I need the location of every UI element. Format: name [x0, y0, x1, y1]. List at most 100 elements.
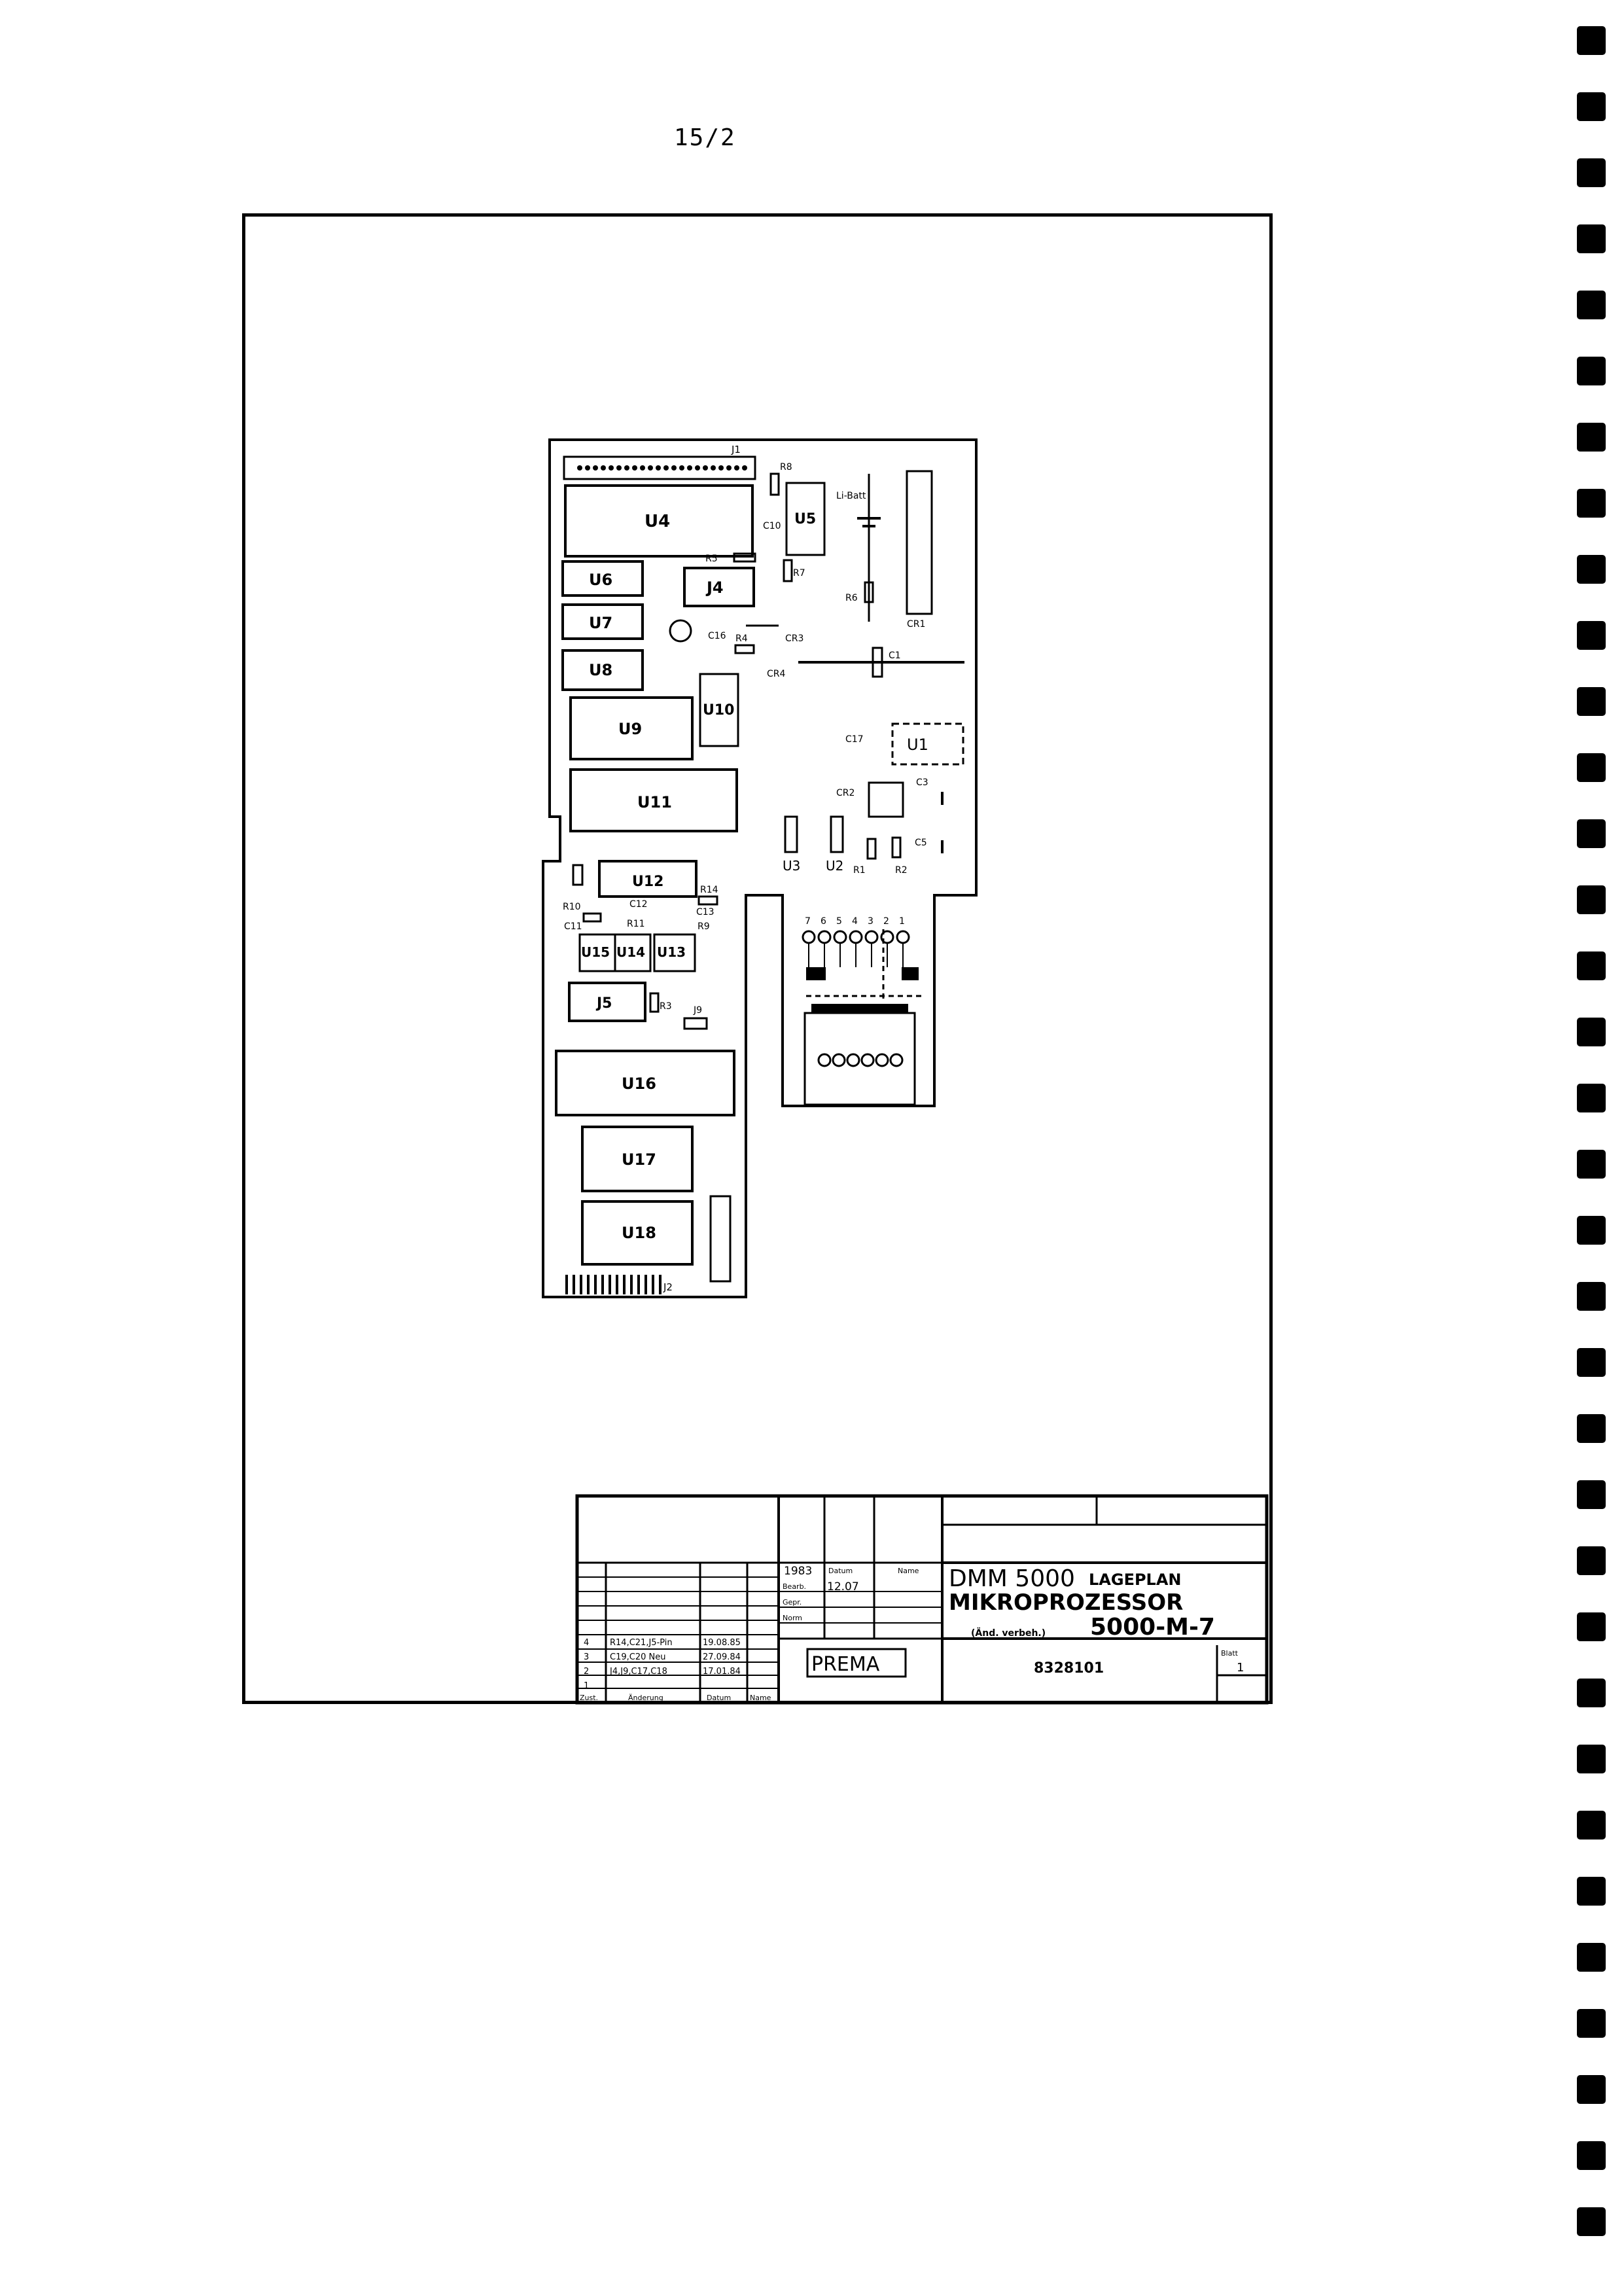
- label-J9: J9: [693, 1005, 702, 1016]
- punch-hole: [1577, 1877, 1606, 1906]
- revision-no: 2: [584, 1667, 589, 1677]
- tb-aend-label: (Änd. verbeh.): [971, 1627, 1046, 1639]
- punch-hole: [1577, 1943, 1606, 1972]
- connector-pin-label: 4: [852, 916, 858, 927]
- label-R1: R1: [853, 865, 866, 876]
- label-C1: C1: [889, 650, 901, 661]
- label-U1: U1: [907, 736, 928, 754]
- punch-hole: [1577, 158, 1606, 187]
- label-U12: U12: [632, 874, 663, 890]
- connector-pin-label: 2: [883, 916, 889, 927]
- punch-hole: [1577, 1679, 1606, 1707]
- label-C5: C5: [915, 838, 927, 848]
- label-CR4: CR4: [767, 669, 786, 679]
- punch-hole: [1577, 555, 1606, 584]
- label-R8: R8: [780, 462, 792, 472]
- tb-bearb-date: 12.07: [827, 1580, 859, 1593]
- punch-hole: [1577, 687, 1606, 716]
- label-U17: U17: [622, 1150, 656, 1169]
- revision-date: 19.08.85: [703, 1638, 741, 1648]
- punch-hole: [1577, 621, 1606, 650]
- tb-rev-header-zust: Zust.: [580, 1694, 598, 1702]
- tb-drawing-number: 5000-M-7: [1090, 1614, 1215, 1641]
- connector-pin-label: 3: [868, 916, 874, 927]
- tb-rev-header-datum: Datum: [707, 1694, 731, 1702]
- connector-pin-label: 6: [821, 916, 826, 927]
- revision-no: 1: [584, 1681, 589, 1691]
- tb-title-line1: DMM 5000: [949, 1565, 1075, 1592]
- tb-sheet-label: Blatt: [1221, 1649, 1239, 1658]
- punch-hole: [1577, 1745, 1606, 1773]
- revision-text: R14,C21,J5-Pin: [610, 1638, 673, 1648]
- label-R11: R11: [627, 919, 645, 929]
- label-R10: R10: [563, 902, 581, 912]
- revision-rows: 4 R14,C21,J5-Pin 19.08.85 3 C19,C20 Neu 27.09…: [584, 1638, 741, 1691]
- punch-hole: [1577, 26, 1606, 55]
- label-U3: U3: [783, 858, 800, 874]
- tb-part-number: 8328101: [1034, 1660, 1104, 1677]
- label-CR1: CR1: [907, 619, 925, 630]
- label-R3: R3: [660, 1001, 672, 1012]
- tb-norm-label: Norm: [783, 1614, 802, 1622]
- punch-hole: [1577, 951, 1606, 980]
- label-U15: U15: [581, 944, 610, 960]
- revision-text: C19,C20 Neu: [610, 1652, 665, 1662]
- label-C12: C12: [629, 899, 648, 910]
- punch-hole: [1577, 753, 1606, 782]
- label-CR3: CR3: [785, 633, 803, 644]
- tb-title-line2: MIKROPROZESSOR: [949, 1590, 1183, 1616]
- punch-hole: [1577, 489, 1606, 518]
- connector-pin-label: 7: [805, 916, 811, 927]
- revision-no: 3: [584, 1652, 589, 1662]
- punch-hole: [1577, 2207, 1606, 2236]
- label-U10: U10: [703, 702, 734, 719]
- punch-hole: [1577, 2009, 1606, 2038]
- label-R2: R2: [895, 865, 908, 876]
- punch-hole: [1577, 357, 1606, 385]
- punch-hole: [1577, 1018, 1606, 1046]
- label-R6: R6: [845, 593, 858, 603]
- tb-company: PREMA: [811, 1653, 880, 1676]
- label-U16: U16: [622, 1075, 656, 1093]
- punch-hole: [1577, 1150, 1606, 1179]
- revision-no: 4: [584, 1638, 589, 1648]
- revision-date: 27.09.84: [703, 1652, 741, 1662]
- punch-hole: [1577, 1348, 1606, 1377]
- label-U13: U13: [657, 944, 686, 960]
- punch-hole: [1577, 291, 1606, 319]
- revision-text: J4,J9,C17,C18: [609, 1667, 667, 1677]
- label-C3: C3: [916, 777, 928, 788]
- connector-pin-label: 5: [836, 916, 842, 927]
- tb-gepr-label: Gepr.: [783, 1598, 802, 1607]
- label-C11: C11: [564, 921, 582, 932]
- label-C10: C10: [763, 521, 781, 531]
- label-U8: U8: [589, 661, 612, 679]
- tb-bearb-label: Bearb.: [783, 1582, 806, 1591]
- punch-hole: [1577, 1282, 1606, 1311]
- label-J5: J5: [595, 995, 612, 1012]
- label-U11: U11: [637, 793, 672, 811]
- label-U14: U14: [616, 944, 645, 960]
- tb-sheet: 1: [1237, 1661, 1244, 1675]
- title-block: [575, 1494, 1269, 1705]
- punch-hole: [1577, 1480, 1606, 1509]
- label-J1: J1: [731, 444, 741, 455]
- label-R14: R14: [700, 885, 718, 895]
- label-U7: U7: [589, 614, 612, 632]
- punch-hole: [1577, 224, 1606, 253]
- punch-hole: [1577, 885, 1606, 914]
- page-number: 15/2: [674, 124, 736, 151]
- revision-date: 17.01.84: [703, 1667, 741, 1677]
- label-C17: C17: [845, 734, 864, 745]
- punch-hole: [1577, 1612, 1606, 1641]
- punch-hole: [1577, 423, 1606, 452]
- label-U18: U18: [622, 1224, 656, 1242]
- label-R4: R4: [735, 633, 748, 644]
- label-R5: R5: [705, 554, 718, 564]
- tb-name-header: Name: [898, 1567, 919, 1575]
- punch-hole: [1577, 1414, 1606, 1443]
- label-U9: U9: [618, 720, 642, 738]
- punch-hole: [1577, 1216, 1606, 1245]
- punch-hole: [1577, 2141, 1606, 2170]
